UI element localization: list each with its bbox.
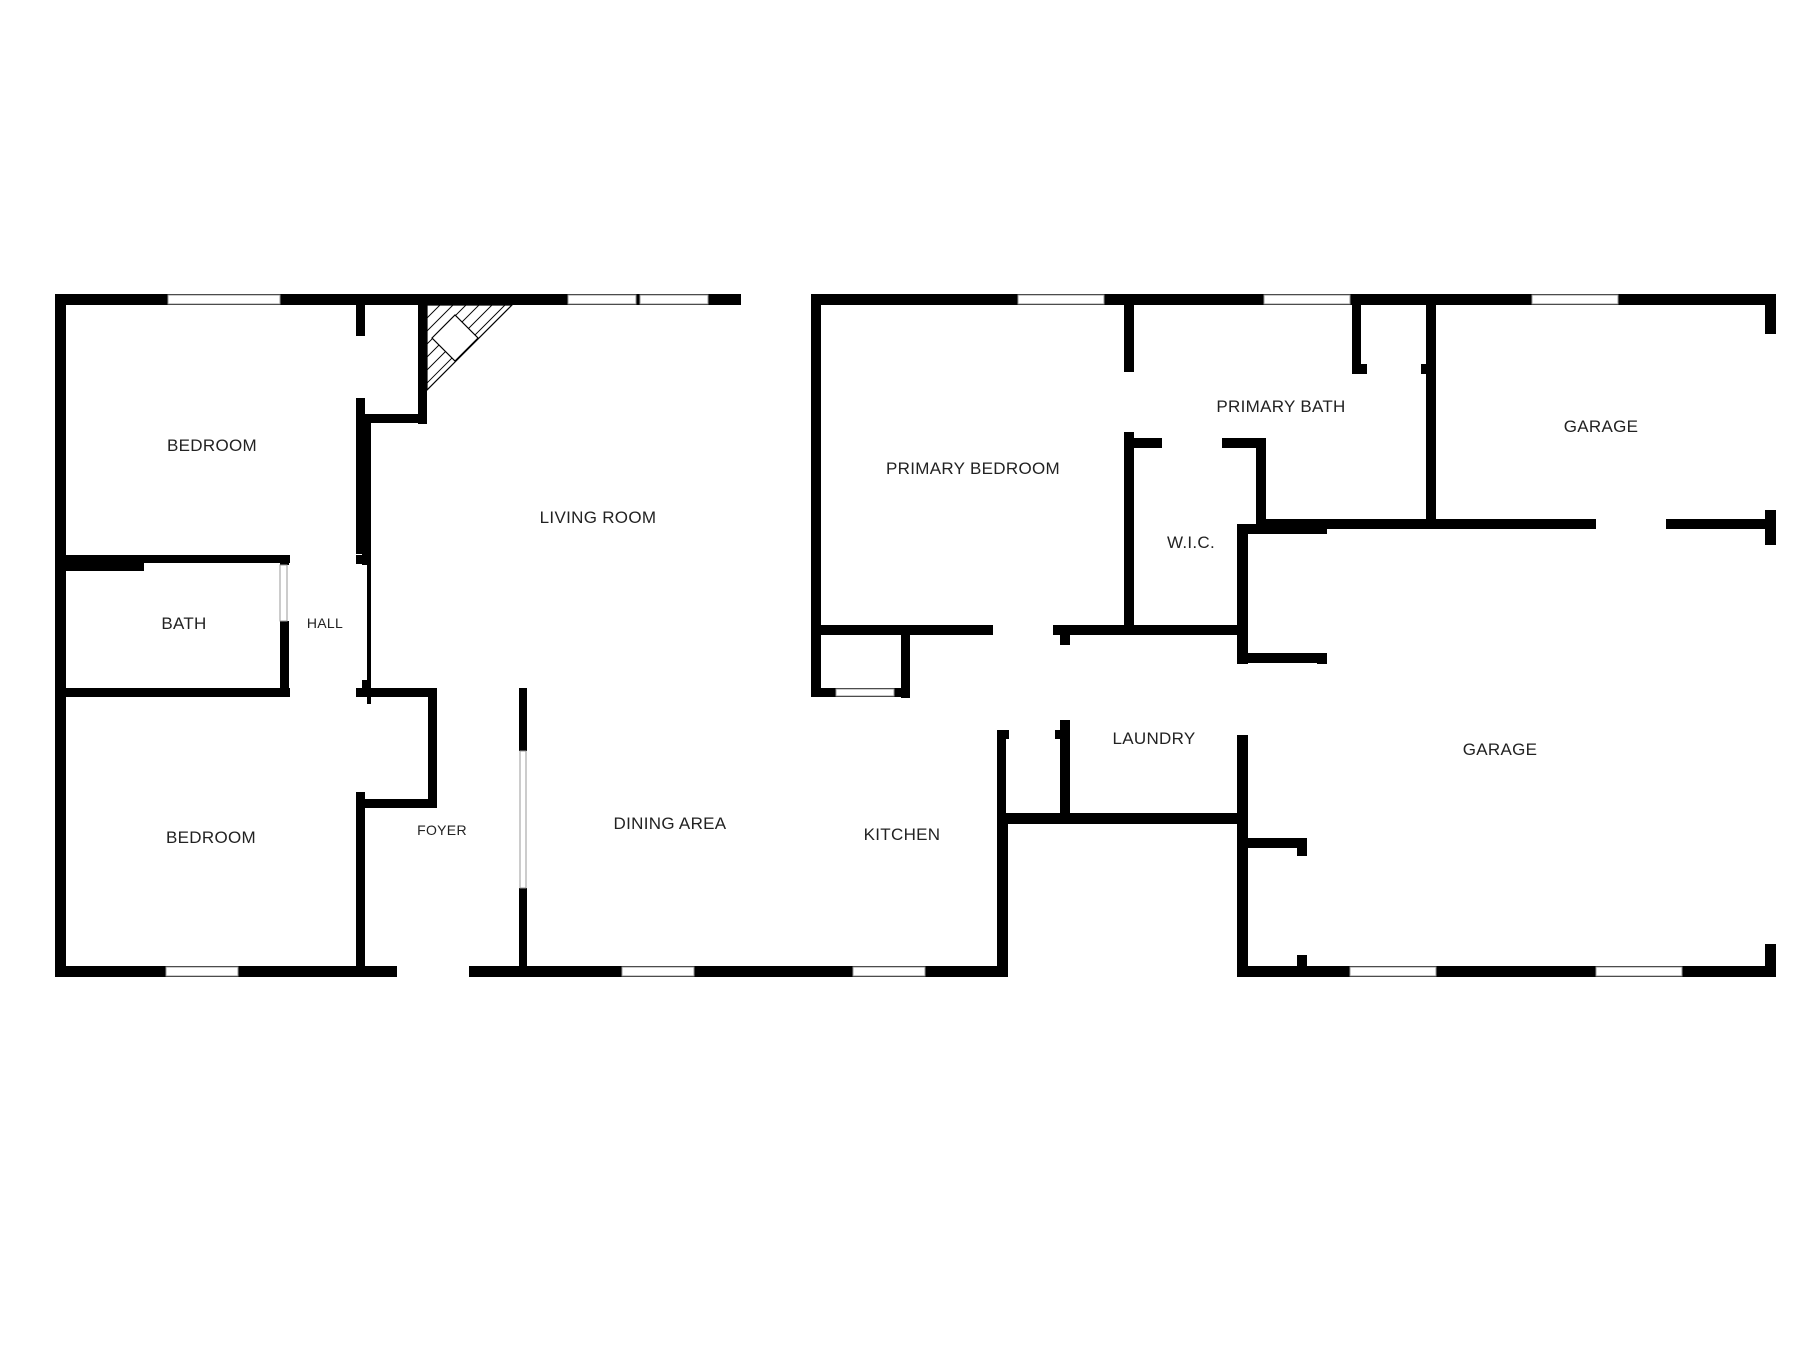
wall-garage-lower-closet-top <box>1237 838 1307 848</box>
wall-bath-garage-bottom <box>1256 519 1776 529</box>
wall-garage-lower-closet-east-base <box>1297 955 1307 977</box>
window-primary-bath-top <box>1263 294 1351 305</box>
wall-bath-bottom <box>62 688 292 697</box>
wall-garage-closet-bottom <box>1237 653 1327 663</box>
wall-garage-right-cap-bottom <box>1765 944 1776 977</box>
window-garage-bottom-a <box>1349 966 1437 977</box>
opening-hall-top <box>290 553 354 565</box>
label-bedroom-1: BEDROOM <box>167 436 257 455</box>
wall-foyer-east-lower <box>519 888 527 977</box>
wall-garage-west-upper <box>1237 524 1248 664</box>
window-foyer-divider <box>519 750 527 889</box>
wall-foyer-east-upper <box>519 688 527 751</box>
opening-garage-bay-lower <box>1763 545 1778 944</box>
wall-wic-east <box>1256 438 1266 528</box>
label-bath: BATH <box>161 614 206 633</box>
wall-garage-right-cap-mid <box>1765 510 1776 545</box>
window-garage-top <box>1531 294 1619 305</box>
walls <box>55 294 1776 977</box>
opening-laundry-kitchen <box>1058 645 1072 720</box>
label-primary-bedroom: PRIMARY BEDROOM <box>886 459 1060 478</box>
opening-laundry-garage <box>1235 664 1250 735</box>
wall-bedroom2-top-east <box>356 688 436 697</box>
fireplace-firebox <box>431 314 479 362</box>
wall-garage-left-lower <box>1237 813 1248 977</box>
window-living-top-a <box>567 294 637 305</box>
window-kitchen-bottom <box>852 966 926 977</box>
label-garage-lower: GARAGE <box>1463 740 1538 759</box>
opening-hall-bottom <box>290 686 354 699</box>
opening-garage-interior <box>1596 517 1666 531</box>
wall-hall-stub <box>356 555 365 564</box>
opening-kitchen-closet <box>1009 728 1055 741</box>
opening-wic-door <box>1162 436 1222 450</box>
label-primary-bath: PRIMARY BATH <box>1216 397 1345 416</box>
label-living-room: LIVING ROOM <box>540 508 657 527</box>
wall-shower-east-stub <box>1421 364 1431 374</box>
window-bedroom2-bottom <box>165 966 239 977</box>
wall-garage-closet-top-cap <box>1237 524 1317 534</box>
wall-kitchen-notch-vertical <box>997 815 1008 977</box>
label-hall: HALL <box>307 615 343 631</box>
wall-laundry-bottom <box>1001 813 1241 824</box>
wall-laundry-top <box>1060 625 1238 635</box>
door-openings <box>278 292 1778 979</box>
wall-bedroom2-east <box>356 688 365 977</box>
opening-garage-closet <box>1315 534 1329 653</box>
opening-garage-lower-closet <box>1295 856 1309 955</box>
wall-shower-west <box>1352 294 1361 374</box>
window-dining-bottom <box>621 966 695 977</box>
wall-bath-east <box>280 555 289 695</box>
opening-garage-bay-upper <box>1763 334 1778 510</box>
wall-shower-bottom <box>1352 364 1367 374</box>
window-garage-bottom-b <box>1595 966 1683 977</box>
wall-closet-east <box>418 294 427 424</box>
window-bedroom1-top <box>167 294 281 305</box>
opening-primary-bedroom-door <box>993 623 1053 637</box>
wall-laundry-west-lower <box>1060 720 1070 823</box>
wall-bath-top-thick <box>62 555 144 571</box>
wall-exterior-bottom-left <box>55 966 1008 977</box>
room-labels: BEDROOM BATH HALL BEDROOM FOYER LIVING R… <box>161 397 1638 847</box>
opening-foyer-front-door <box>397 964 469 979</box>
wall-bedroom1-east <box>356 294 365 554</box>
opening-front-entry <box>741 292 811 307</box>
wall-exterior-top-left <box>55 294 741 305</box>
fireplace-icon <box>426 304 514 392</box>
wall-bath-top <box>62 555 292 563</box>
wall-kitchen-closet-top-right <box>1055 730 1069 739</box>
wall-kitchen-closet-west <box>997 730 1006 818</box>
wall-foyer-closet-east <box>428 688 437 808</box>
wall-exterior-left <box>55 294 66 977</box>
wall-kitchen-closet-top <box>997 730 1009 739</box>
wall-exterior-bottom-right <box>1237 966 1776 977</box>
wall-pantry-east <box>901 628 910 698</box>
window-primary-bedroom-top <box>1017 294 1105 305</box>
opening-bedroom1-door <box>354 336 367 398</box>
wall-closet-bottom <box>362 414 427 423</box>
label-wic: W.I.C. <box>1167 533 1215 552</box>
opening-hall-living <box>354 565 367 680</box>
wall-primary-bedroom-west <box>811 294 821 696</box>
wall-garage-right-cap-top <box>1765 294 1776 334</box>
opening-primary-bath-door <box>1122 372 1136 432</box>
label-garage-upper: GARAGE <box>1564 417 1639 436</box>
window-pantry-bottom <box>835 688 895 697</box>
window-hall-bath-left <box>279 564 288 622</box>
label-dining-area: DINING AREA <box>614 814 727 833</box>
opening-bedroom2-door <box>354 697 367 792</box>
window-living-top-b <box>639 294 709 305</box>
windows <box>165 294 1683 977</box>
label-laundry: LAUNDRY <box>1112 729 1195 748</box>
wall-primary-bedroom-east <box>1124 294 1134 629</box>
wall-garage-west-mid <box>1237 735 1248 825</box>
wall-garage-lower-closet-east <box>1297 838 1307 856</box>
wall-primary-bath-east <box>1426 294 1436 529</box>
label-kitchen: KITCHEN <box>864 825 941 844</box>
label-foyer: FOYER <box>417 822 467 838</box>
wall-living-west-upper <box>362 414 371 704</box>
wall-foyer-closet-bottom <box>362 799 437 808</box>
label-bedroom-2: BEDROOM <box>166 828 256 847</box>
